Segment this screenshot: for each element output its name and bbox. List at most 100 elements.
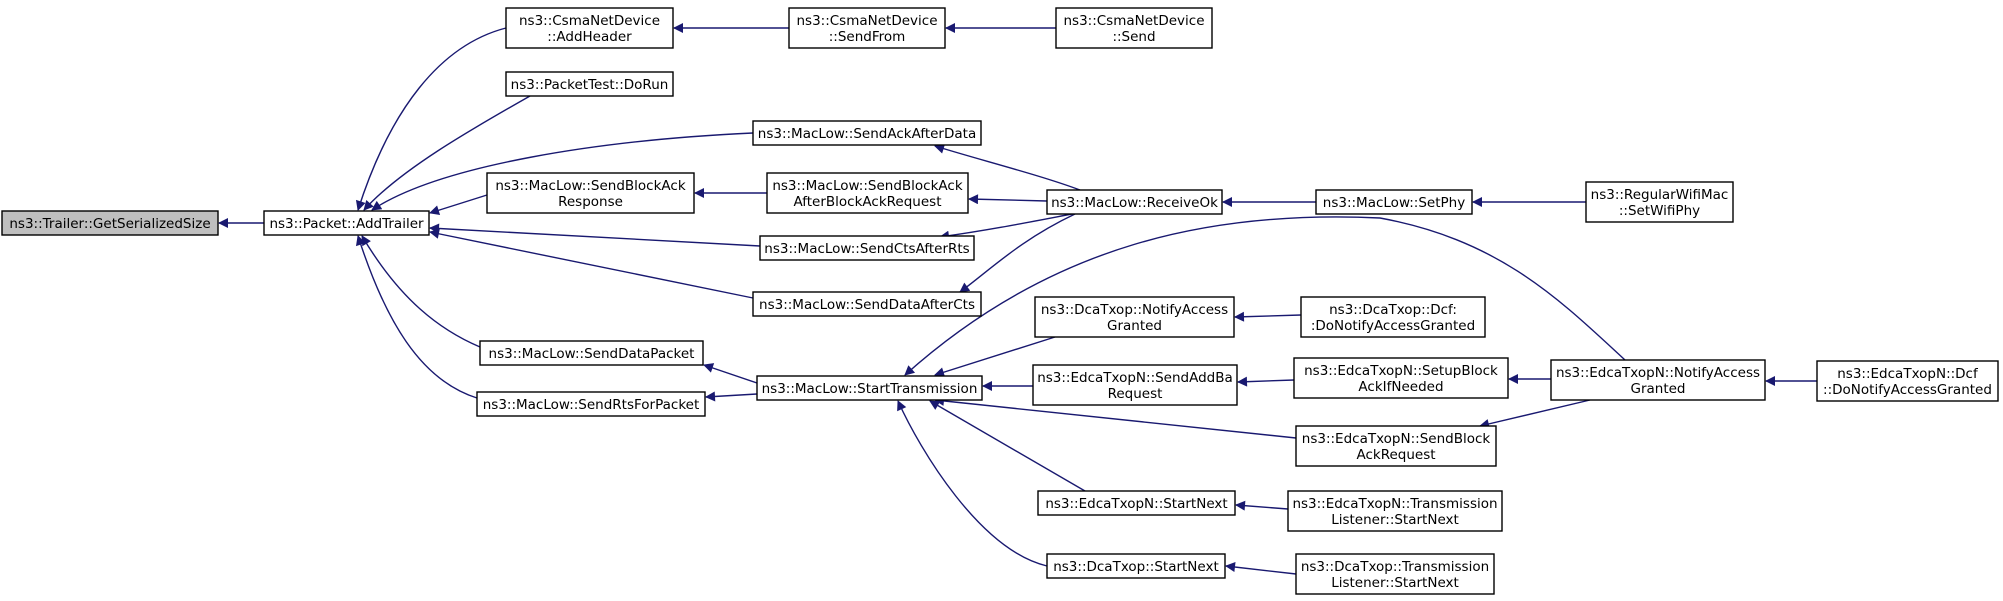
node-box [486, 172, 695, 214]
node-dcatxop-dcf-donotifyaccessgranted[interactable]: ns3::DcaTxop::Dcf::DoNotifyAccessGranted [1300, 296, 1486, 338]
node-label-line: ns3::CsmaNetDevice [796, 13, 937, 29]
node-box [1816, 360, 1999, 402]
node-packettest-dorun[interactable]: ns3::PacketTest::DoRun [505, 71, 674, 97]
node-csma-send[interactable]: ns3::CsmaNetDevice::Send [1055, 7, 1213, 49]
edge-maclow_sendblockackresponse-to-packet_addtrailer [429, 194, 488, 216]
edge-edcatxopn_notifyaccessgranted-to-edcatxopn_sendblockackrequest [1479, 399, 1591, 429]
edge-arrow [934, 395, 1297, 439]
node-label-line: ns3::EdcaTxopN::Transmission [1292, 496, 1497, 512]
node-edcatxopn-startnext[interactable]: ns3::EdcaTxopN::StartNext [1037, 490, 1236, 516]
node-label-line: ns3::EdcaTxopN::SendAddBa [1037, 370, 1233, 386]
node-edcatxopn-notifyaccessgranted[interactable]: ns3::EdcaTxopN::NotifyAccessGranted [1550, 359, 1766, 401]
node-maclow-senddataaftercts[interactable]: ns3::MacLow::SendDataAfterCts [752, 291, 982, 317]
node-label-line: ns3::DcaTxop::Dcf: [1329, 302, 1457, 318]
edge-arrow [968, 194, 1048, 205]
node-dcatxop-startnext[interactable]: ns3::DcaTxop::StartNext [1046, 553, 1226, 579]
node-label-line: ns3::MacLow::SetPhy [1323, 195, 1465, 211]
node-label-line: ns3::Packet::AddTrailer [269, 216, 424, 232]
node-box [1046, 553, 1226, 579]
edge-edcatxopn_sendblockackrequest-to-maclow_starttransmission [934, 395, 1297, 439]
node-label-line: ns3::MacLow::SendDataPacket [489, 346, 695, 362]
node-dcatxop-transmissionlistener-startnext[interactable]: ns3::DcaTxop::TransmissionListener::Star… [1295, 553, 1495, 595]
node-maclow-senddatapacket[interactable]: ns3::MacLow::SendDataPacket [479, 340, 704, 366]
edge-arrow [897, 400, 1048, 567]
edge-arrow [1235, 500, 1289, 511]
edge-csma_addheader-to-packet_addtrailer [355, 27, 507, 211]
node-edcatxopn-dcf-donotifyaccessgranted[interactable]: ns3::EdcaTxopN::Dcf::DoNotifyAccessGrant… [1816, 360, 1999, 402]
node-box [1037, 490, 1236, 516]
edge-arrow [934, 143, 1081, 191]
edge-arrow [429, 223, 761, 247]
node-edcatxopn-transmissionlistener-startnext[interactable]: ns3::EdcaTxopN::TransmissionListener::St… [1287, 490, 1503, 532]
edge-arrow [1237, 376, 1295, 387]
node-box [1055, 7, 1213, 49]
edge-arrow [703, 363, 758, 384]
edge-maclow_sendctsafterrts-to-packet_addtrailer [429, 223, 761, 247]
edge-maclow_receiveok-to-maclow_senddataaftercts [959, 213, 1076, 293]
edge-dcatxop_transmissionlistener_startnext-to-dcatxop_startnext [1225, 562, 1297, 575]
edge-arrow [705, 391, 758, 402]
node-label-line: ns3::MacLow::SendCtsAfterRts [764, 241, 969, 257]
edge-maclow_sendackafterdata-to-packet_addtrailer [371, 132, 754, 211]
node-csma-addheader[interactable]: ns3::CsmaNetDevice::AddHeader [505, 7, 674, 49]
edge-maclow_senddataaftercts-to-packet_addtrailer [429, 228, 754, 299]
node-label-line: ns3::MacLow::SendAckAfterData [758, 126, 976, 142]
node-dcatxop-notifyaccessgranted[interactable]: ns3::DcaTxop::NotifyAccessGranted [1034, 296, 1235, 338]
node-box [1032, 364, 1238, 406]
node-box [752, 120, 982, 146]
node-label-line: AfterBlockAckRequest [793, 194, 941, 210]
edge-edcatxopn_notifyaccessgranted-to-maclow_starttransmission [904, 216, 1626, 376]
node-maclow-sendctsafterrts[interactable]: ns3::MacLow::SendCtsAfterRts [759, 235, 975, 261]
node-label-line: ns3::EdcaTxopN::StartNext [1045, 496, 1227, 512]
node-box [1550, 359, 1766, 401]
node-label-line: ::AddHeader [547, 29, 632, 45]
edge-edcatxopn_transmissionlistener_startnext-to-edcatxopn_startnext [1235, 500, 1289, 511]
node-label-line: ::SendFrom [829, 29, 906, 45]
node-box [788, 7, 946, 49]
node-maclow-sendblockackafterblockackrequest[interactable]: ns3::MacLow::SendBlockAckAfterBlockAckRe… [766, 172, 969, 214]
edge-maclow_receiveok-to-maclow_sendblockackafterblockackrequest [968, 194, 1048, 205]
node-box [752, 291, 982, 317]
node-maclow-sendackafterdata[interactable]: ns3::MacLow::SendAckAfterData [752, 120, 982, 146]
edge-arrow [429, 228, 754, 299]
edge-maclow_sendrtsforpacket-to-packet_addtrailer [355, 235, 478, 399]
edge-arrow [355, 27, 507, 211]
node-label-line: ns3::DcaTxop::NotifyAccess [1041, 302, 1228, 318]
node-label-line: ::SetWifiPhy [1619, 203, 1700, 219]
edge-dcatxop_dcf_donotifyaccessgranted-to-dcatxop_notifyaccessgranted [1234, 311, 1302, 322]
edge-maclow_receiveok-to-maclow_sendackafterdata [934, 143, 1081, 191]
node-label-line: ns3::EdcaTxopN::Dcf [1837, 366, 1979, 382]
edge-arrow [1225, 562, 1297, 575]
node-maclow-starttransmission[interactable]: ns3::MacLow::StartTransmission [756, 375, 983, 401]
edge-arrow [929, 400, 1086, 492]
node-label-line: ns3::EdcaTxopN::NotifyAccess [1556, 365, 1760, 381]
edge-edcatxopn_startnext-to-maclow_starttransmission [929, 400, 1086, 492]
node-label-line: Response [558, 194, 623, 210]
node-label-line: ns3::MacLow::SendBlockAck [772, 178, 962, 194]
node-label-line: ns3::CsmaNetDevice [519, 13, 660, 29]
node-packet-addtrailer[interactable]: ns3::Packet::AddTrailer [263, 210, 430, 236]
node-box [263, 210, 430, 236]
edge-arrow [429, 194, 488, 216]
edge-arrow [959, 213, 1076, 293]
node-box [759, 235, 975, 261]
node-csma-sendfrom[interactable]: ns3::CsmaNetDevice::SendFrom [788, 7, 946, 49]
edge-arrow [355, 235, 478, 399]
node-maclow-setphy[interactable]: ns3::MacLow::SetPhy [1315, 189, 1473, 215]
node-maclow-receiveok[interactable]: ns3::MacLow::ReceiveOk [1046, 189, 1223, 215]
node-box [1315, 189, 1473, 215]
edge-maclow_receiveok-to-maclow_sendctsafterrts [939, 213, 1073, 241]
node-label-line: ns3::DcaTxop::Transmission [1301, 559, 1489, 575]
node-label-line: Granted [1107, 318, 1162, 334]
node-box [756, 375, 983, 401]
node-box [1046, 189, 1223, 215]
edge-edcatxopn_setupblockackifneeded-to-edcatxopn_sendaddbarequest [1237, 376, 1295, 387]
node-regularwifimac-setwifiphy[interactable]: ns3::RegularWifiMac::SetWifiPhy [1585, 181, 1734, 223]
node-box [1, 210, 219, 236]
node-box [1034, 296, 1235, 338]
node-maclow-sendrtsforpacket[interactable]: ns3::MacLow::SendRtsForPacket [476, 391, 706, 417]
